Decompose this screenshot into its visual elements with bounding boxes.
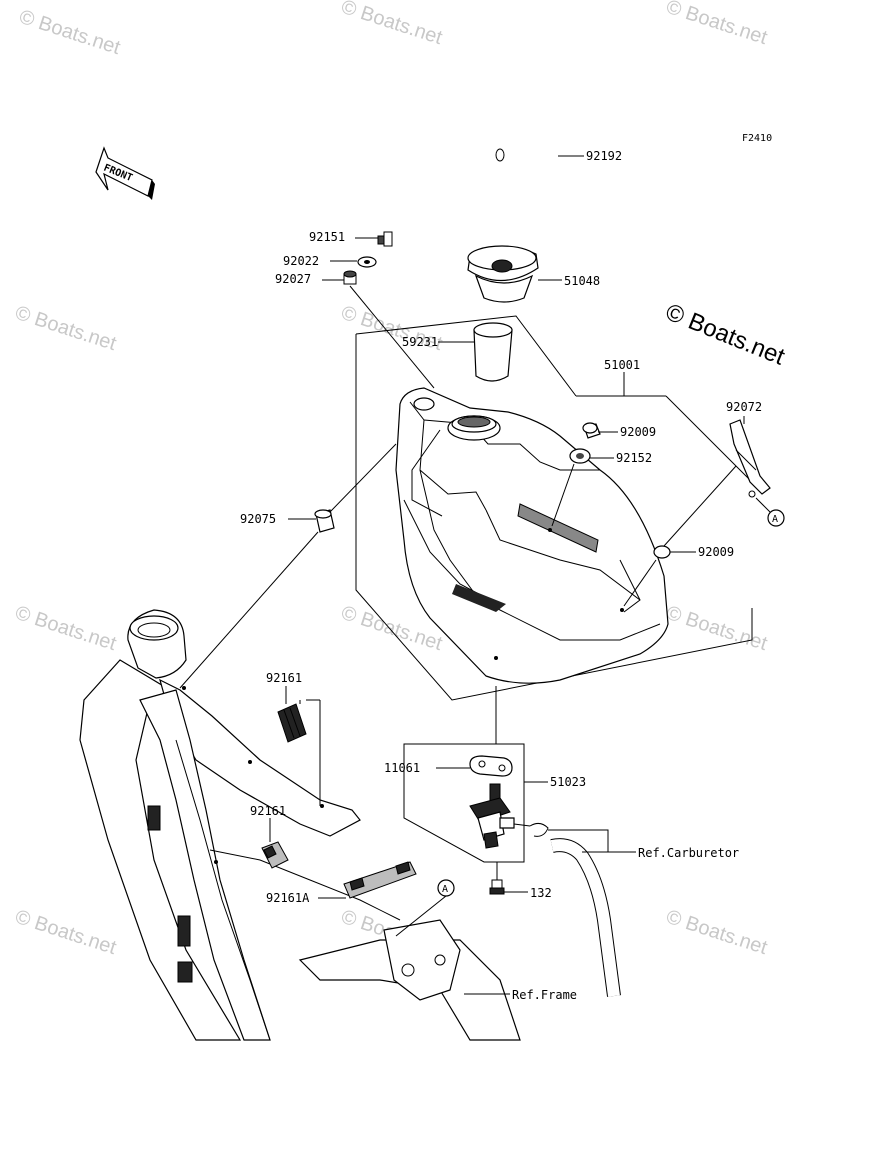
collar-92027 <box>343 270 357 285</box>
label-51023: 51023 <box>550 775 586 789</box>
fuel-hose <box>550 838 621 997</box>
label-92161-upper: 92161 <box>266 671 302 685</box>
watermark: © Boats.net <box>338 0 445 49</box>
figure-code: F2410 <box>742 133 772 144</box>
label-51048: 51048 <box>564 274 600 288</box>
watermark: © Boats.net <box>12 906 119 959</box>
damper-92075 <box>314 509 335 533</box>
pad-92161-upper <box>277 703 307 743</box>
washer-92022 <box>357 256 377 268</box>
label-92009-lower: 92009 <box>698 545 734 559</box>
label-92009-upper: 92009 <box>620 425 656 439</box>
watermark: © Boats.net <box>12 602 119 655</box>
label-92161-lower: 92161 <box>250 804 286 818</box>
filler-neck <box>473 322 513 382</box>
pad-92161-lower <box>261 841 289 869</box>
label-92151: 92151 <box>309 230 345 244</box>
label-92192: 92192 <box>586 149 622 163</box>
ref-carburetor: Ref.Carburetor <box>638 846 739 860</box>
bolt-92151 <box>377 231 393 247</box>
callout-a-frame-label: A <box>442 884 448 895</box>
label-132: 132 <box>530 886 552 900</box>
label-92022: 92022 <box>283 254 319 268</box>
label-11061: 11061 <box>384 761 420 775</box>
label-92072: 92072 <box>726 400 762 414</box>
band-92072 <box>729 419 771 498</box>
cap-92009-lower <box>653 545 671 559</box>
label-92027: 92027 <box>275 272 311 286</box>
gasket-11061 <box>469 755 513 777</box>
label-92161A: 92161A <box>266 891 310 905</box>
fuel-cap <box>467 245 539 303</box>
motorcycle-frame <box>79 609 521 1041</box>
watermark-main: © Boats.net <box>662 299 789 371</box>
watermark: © Boats.net <box>12 302 119 355</box>
front-arrow-icon: FRONT <box>95 146 155 200</box>
pad-92161A <box>343 861 417 899</box>
label-92075: 92075 <box>240 512 276 526</box>
screw-132 <box>489 879 505 895</box>
damper-92152 <box>569 448 591 464</box>
ref-frame: Ref.Frame <box>512 988 577 1002</box>
breather-hose <box>495 145 557 270</box>
label-51001: 51001 <box>604 358 640 372</box>
cap-92009-upper <box>582 422 601 439</box>
label-59231: 59231 <box>402 335 438 349</box>
fuel-cock <box>469 783 515 849</box>
label-92152: 92152 <box>616 451 652 465</box>
hose-clamp <box>529 822 549 837</box>
fuel-tank <box>395 387 669 684</box>
watermark: © Boats.net <box>663 906 770 959</box>
watermark: © Boats.net <box>663 0 770 49</box>
callout-a-right-label: A <box>772 514 778 525</box>
callout-a-right <box>767 509 785 527</box>
watermark: © Boats.net <box>16 6 123 59</box>
